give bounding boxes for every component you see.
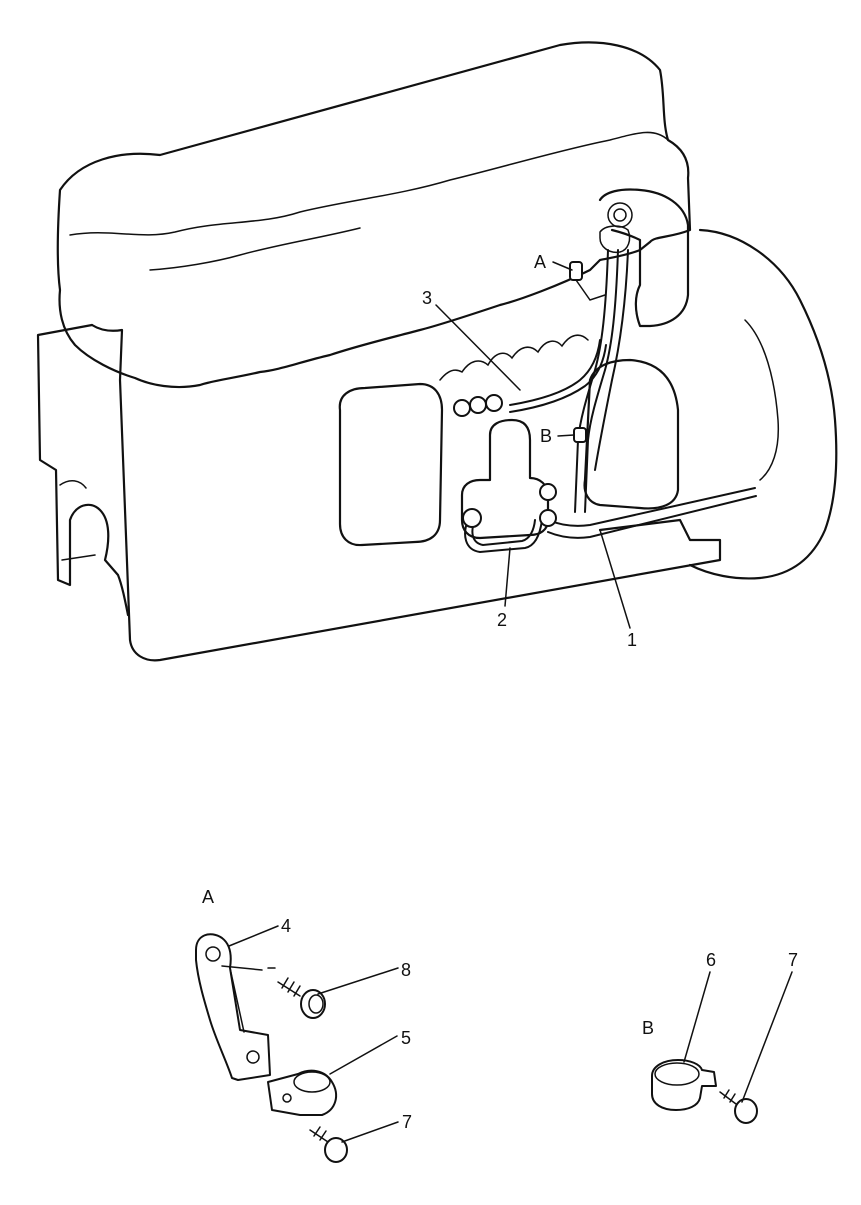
tube-3	[509, 339, 601, 406]
bolt-7a-thread	[309, 1126, 329, 1143]
bracket-4-hole-bottom	[246, 1050, 260, 1064]
fitting-1b	[539, 509, 557, 527]
tube-1	[547, 487, 756, 527]
tube-vertical-1	[574, 249, 609, 513]
side-cover-left	[338, 382, 444, 547]
intake-port-inner	[613, 208, 627, 222]
tube-1-b	[547, 495, 757, 539]
bolt-8-face	[308, 994, 324, 1014]
bracket-4-hole-top	[205, 946, 221, 962]
tube-routing	[453, 249, 757, 554]
fitting-3c	[485, 394, 503, 412]
label-bracket-4: 4	[281, 916, 291, 936]
label-tube-3: 3	[422, 288, 432, 308]
label-bolt-7-a: 7	[402, 1112, 412, 1132]
label-view-a: A	[534, 252, 546, 272]
leader-b	[557, 434, 575, 437]
intake-port	[607, 202, 633, 228]
engine-callouts	[435, 261, 631, 629]
fitting-2a	[462, 508, 482, 528]
flywheel-housing	[688, 228, 838, 580]
bolt-7b-head	[734, 1098, 758, 1124]
label-bolt-7-b: 7	[788, 950, 798, 970]
bolt-7a-head	[324, 1137, 348, 1163]
clamp-5-hole	[282, 1093, 292, 1103]
label-tube-1: 1	[627, 630, 637, 650]
valve-cover	[56, 41, 692, 389]
detail-b: B 6 7	[642, 950, 798, 1124]
leader-3	[435, 304, 521, 391]
leader-a	[552, 261, 573, 271]
air-intake	[598, 188, 690, 328]
leader-1	[599, 529, 631, 629]
leader-7b	[741, 971, 793, 1103]
leader-5	[329, 1035, 398, 1075]
clamp-6-ring	[654, 1062, 700, 1086]
clamp-b-location	[573, 427, 587, 443]
label-clamp-6: 6	[706, 950, 716, 970]
bracket-4-dash	[221, 965, 276, 971]
label-view-b: B	[540, 426, 552, 446]
gear-train-edge	[439, 334, 589, 381]
tube-2-b	[471, 519, 536, 547]
leader-7a	[341, 1121, 399, 1143]
valve-cover-ridge	[69, 131, 669, 236]
label-bolt-8: 8	[401, 960, 411, 980]
label-tube-2: 2	[497, 610, 507, 630]
block-left-notch	[59, 480, 96, 561]
label-detail-b: B	[642, 1018, 654, 1038]
bracket-4	[195, 933, 271, 1081]
tube-3-b	[509, 344, 607, 413]
block-left-side	[36, 323, 130, 617]
tube-vertical-3	[594, 249, 629, 471]
label-detail-a: A	[202, 887, 214, 907]
bracket-4-edge	[229, 967, 245, 1033]
leader-4	[228, 925, 279, 947]
leader-6	[683, 971, 711, 1063]
leader-8	[317, 967, 399, 995]
fitting-3a	[453, 399, 471, 417]
clamp-5	[267, 1069, 338, 1116]
intake-fitting	[599, 225, 631, 254]
clamp-5-ring	[293, 1071, 331, 1093]
label-clamp-5: 5	[401, 1028, 411, 1048]
bolt-8-thread	[277, 977, 301, 997]
tube-2	[464, 519, 543, 554]
side-cover-right	[583, 358, 680, 510]
block-body	[90, 323, 722, 662]
detail-a: A 4 8 5 7	[195, 887, 412, 1163]
tube-vertical-2	[584, 249, 619, 513]
valve-cover-inner	[149, 227, 361, 271]
fitting-3b	[469, 396, 487, 414]
flywheel-inner	[744, 319, 780, 481]
clamp-a-location	[569, 261, 583, 281]
clamp-a-bracket	[575, 279, 606, 301]
engine-block	[36, 41, 838, 662]
bolt-7b-thread	[719, 1089, 737, 1105]
leader-2	[504, 547, 511, 607]
fitting-1a	[539, 483, 557, 501]
bolt-8-head	[300, 989, 326, 1019]
